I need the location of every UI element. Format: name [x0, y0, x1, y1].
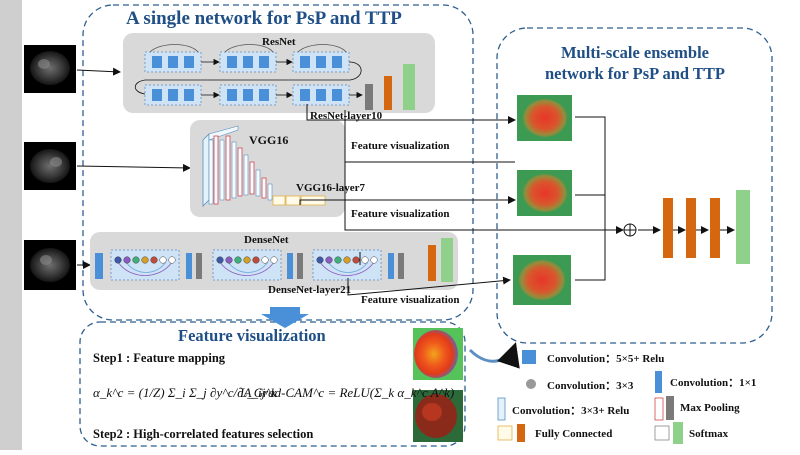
- resnet-layer-label: ResNet-layer10: [310, 110, 383, 122]
- resnet-softmax: [403, 64, 415, 110]
- heatmap-densenet: [513, 255, 571, 305]
- densenet-softmax: [441, 238, 453, 282]
- legend-maxpool-white: [654, 397, 664, 421]
- down-arrow-icon: [261, 307, 309, 328]
- heatmap-resnet: [517, 95, 572, 141]
- ensemble-title: Multi-scale ensemble network for PsP and…: [510, 42, 760, 84]
- legend-fc-orange: [517, 424, 525, 442]
- input-mri-image-1: [24, 45, 76, 93]
- feature-visualization-label-1: Feature visualization: [351, 140, 450, 152]
- resnet-fc: [384, 76, 392, 110]
- input-arrow-resnet: [76, 67, 121, 76]
- input-mri-image-3: [24, 240, 76, 290]
- feature-visualization-label-2: Feature visualization: [351, 208, 450, 220]
- single-network-title: A single network for PsP and TTP: [126, 8, 402, 29]
- legend-conv3relu-icon: [497, 397, 506, 421]
- legend-conv3-icon: [526, 379, 536, 389]
- legend-conv3relu-label: Convolution：3×3+ Relu: [512, 405, 630, 417]
- step2-label: Step2 : High-correlated features selecti…: [93, 427, 314, 441]
- ensemble-head-layers: [663, 190, 750, 264]
- feature-heatmap-1: [413, 328, 463, 380]
- legend-fc-yellow: [497, 425, 513, 441]
- densenet-blocks: [95, 238, 453, 282]
- curved-arrow-icon: [468, 342, 520, 369]
- legend-softmax-green: [673, 422, 683, 444]
- left-edge-shade: [0, 0, 22, 450]
- legend-softmax-white: [654, 425, 670, 441]
- legend-conv3-label: Convolution：3×3: [547, 380, 634, 392]
- legend-maxpool-gray: [666, 396, 674, 420]
- resnet-maxpool: [365, 84, 373, 110]
- legend-fc-label: Fully Connected: [535, 428, 613, 440]
- feature-viz-frame: [79, 321, 466, 447]
- legend-maxpool-label: Max Pooling: [680, 402, 740, 414]
- legend-softmax-label: Softmax: [689, 428, 729, 440]
- formula-gradcam: L_Grad-CAM^c = ReLU(Σ_k α_k^c A^k): [240, 385, 455, 400]
- ensemble-title-line2: network for PsP and TTP: [545, 64, 725, 83]
- step1-label: Step1 : Feature mapping: [93, 351, 226, 365]
- vgg-layer-label: VGG16-layer7: [296, 182, 366, 194]
- input-mri-image-2: [24, 142, 76, 190]
- feature-viz-title: Feature visualization: [178, 326, 326, 345]
- input-arrow-vgg: [76, 163, 191, 172]
- vgg-title: VGG16: [249, 133, 289, 147]
- ensemble-title-line1: Multi-scale ensemble: [560, 43, 709, 62]
- legend-conv5-icon: [522, 350, 536, 364]
- ensemble-frame: [496, 27, 773, 344]
- legend-glyphs: [497, 350, 683, 444]
- feature-visualization-label-3: Feature visualization: [361, 294, 460, 306]
- resnet-title: ResNet: [262, 36, 296, 48]
- heatmap-vgg: [517, 170, 572, 216]
- resnet-blocks: [134, 44, 415, 110]
- densenet-title: DenseNet: [244, 234, 289, 246]
- densenet-fc: [428, 245, 436, 281]
- legend-conv1-label: Convolution：1×1: [670, 377, 757, 389]
- legend-conv5-label: Convolution：5×5+ Relu: [547, 353, 665, 365]
- legend-conv1-icon: [655, 371, 662, 393]
- feature-heatmap-2: [413, 390, 463, 442]
- formula-weight: α_k^c = (1/Z) Σ_i Σ_j ∂y^c/∂A_ij^k: [93, 385, 277, 400]
- vgg-layers: [202, 125, 326, 207]
- feature-visualization-arrows: [299, 104, 661, 296]
- densenet-layer-label: DenseNet-layer21: [268, 284, 352, 296]
